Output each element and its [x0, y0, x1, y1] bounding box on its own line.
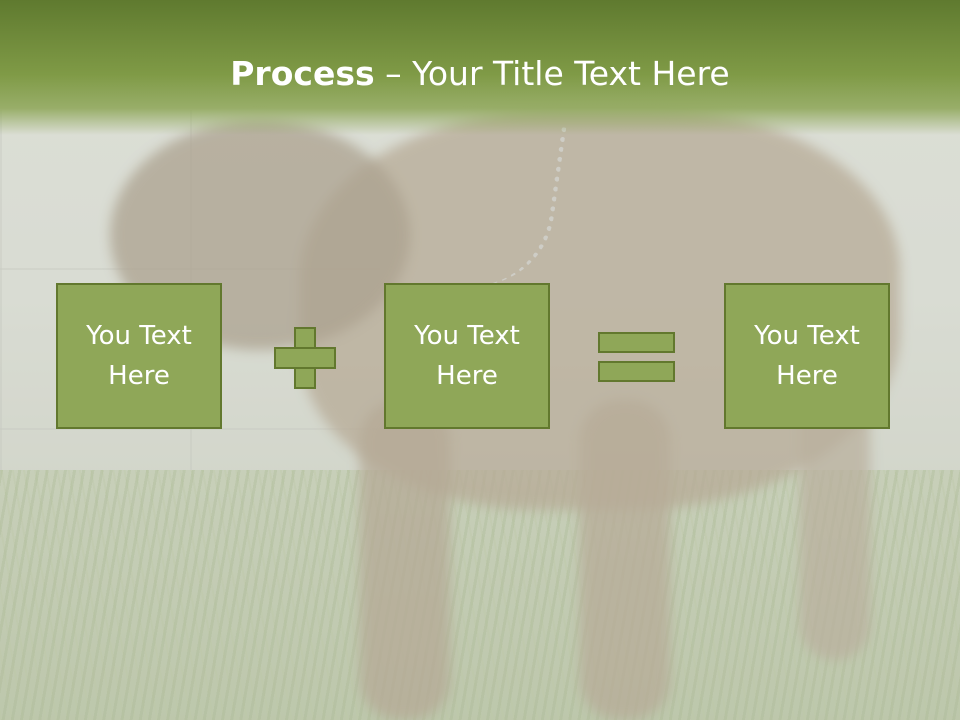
- process-box-label: You Text Here: [414, 321, 520, 391]
- title-strong: Process: [230, 54, 375, 93]
- background-dog-leg: [580, 400, 670, 720]
- background-dog-leg: [360, 400, 450, 720]
- process-box-label: You Text Here: [754, 321, 860, 391]
- title-bar: [0, 0, 960, 135]
- slide-title[interactable]: Process – Your Title Text Here: [0, 52, 960, 96]
- process-box-3[interactable]: You Text Here: [724, 283, 890, 429]
- plus-icon-center: [296, 349, 314, 367]
- plus-icon: [274, 327, 336, 389]
- equals-icon-bottom-bar: [598, 361, 675, 382]
- equals-icon-top-bar: [598, 332, 675, 353]
- process-box-1[interactable]: You Text Here: [56, 283, 222, 429]
- title-rest: – Your Title Text Here: [374, 54, 730, 93]
- process-box-2[interactable]: You Text Here: [384, 283, 550, 429]
- process-box-label: You Text Here: [86, 321, 192, 391]
